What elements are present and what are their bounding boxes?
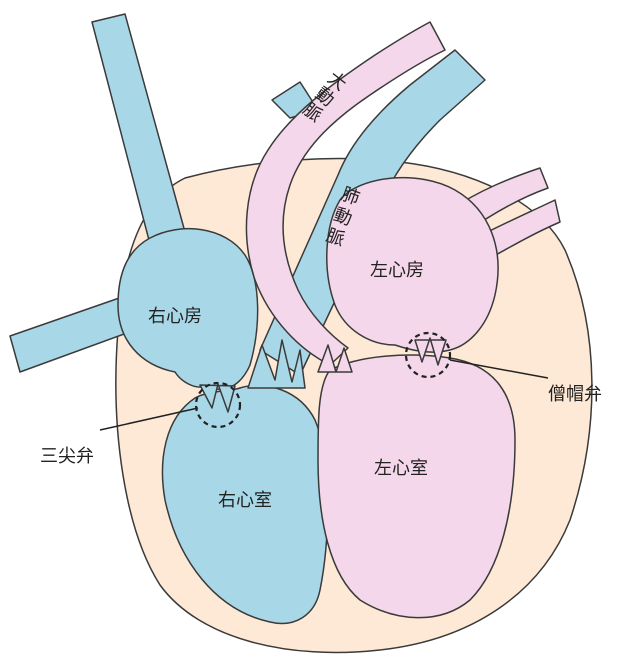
tricuspid-valve-label: 三尖弁 [40, 446, 94, 467]
left-ventricle-label: 左心室 [374, 458, 428, 479]
right-ventricle-label: 右心室 [218, 490, 272, 511]
right-atrium-label: 右心房 [148, 306, 202, 327]
superior-vena-cava [92, 14, 185, 244]
left-atrium-label: 左心房 [370, 260, 424, 281]
left-ventricle [318, 355, 515, 618]
mitral-valve-label: 僧帽弁 [548, 384, 602, 405]
